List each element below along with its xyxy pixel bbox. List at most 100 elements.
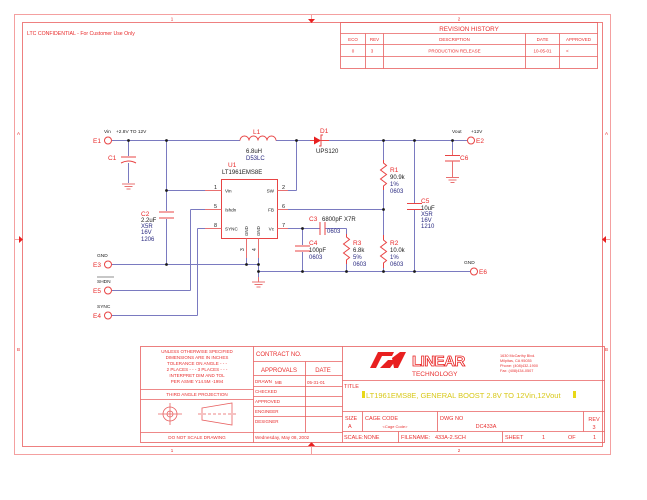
title-handle-left: [362, 391, 365, 398]
terminal-e3-label: E3: [93, 262, 101, 269]
gnd-right-label: GND: [464, 260, 475, 266]
vout-net-label: Vout: [452, 129, 462, 135]
c5-size: 1210: [421, 224, 435, 230]
u1-pin-gnd2-label: GND: [256, 226, 261, 236]
c2-ref: C2: [141, 211, 150, 218]
u1-ref: U1: [228, 162, 237, 169]
c4-value: 100pF: [309, 248, 326, 254]
gnd-left-label: GND: [97, 253, 108, 259]
of-label: OF: [568, 435, 576, 441]
tolerance-note-3: TOLERANCE ON ANGLE - - -: [167, 361, 227, 366]
row-label-a-right: A: [605, 131, 608, 136]
l1-part: D53LC: [246, 156, 265, 162]
rev-row-date: 10-05-01: [533, 49, 552, 54]
rev-row-description: PRODUCTION RELEASE: [428, 49, 480, 54]
size-value: A: [348, 424, 352, 430]
terminal-e2: E2: [467, 136, 484, 145]
inductor-l1: L1 6.8uH D53LC: [239, 129, 277, 162]
address-line-4: Fax: (408)434-0507: [500, 369, 533, 373]
junctions: [127, 139, 454, 273]
dwg-no-label: DWG NO: [440, 416, 464, 422]
sheet-number: 1: [542, 435, 545, 441]
c3-value: 6800pF X7R: [322, 217, 356, 223]
terminal-e6-label: E6: [479, 269, 487, 276]
r2-ref: R2: [390, 240, 399, 247]
row-label-b-left: B: [17, 347, 20, 352]
c1-ref: C1: [108, 155, 117, 162]
u1-pin-4: 4: [252, 248, 258, 251]
ground-symbol-u1: [252, 277, 265, 288]
c5-value: 10uF: [421, 206, 435, 212]
date-header: DATE: [315, 368, 331, 374]
size-label: SIZE: [345, 416, 358, 422]
c2-dielectric: X5R: [141, 224, 153, 230]
center-marker-left: [19, 236, 23, 243]
revision-history-title: REVISION HISTORY: [439, 26, 499, 33]
address-line-3: Phone: (408)432-1900: [500, 364, 538, 368]
designer-label: DESIGNER: [255, 419, 279, 424]
sheet-border: [14, 14, 611, 455]
c6-ref: C6: [460, 155, 469, 162]
address-line-2: Milpitas, CA 95035: [500, 359, 532, 363]
rev-col-approved: APPROVED: [566, 37, 592, 42]
u1-pin-vc-label: Vc: [269, 227, 275, 232]
resistor-r3: R3 6.8k 5% 0603: [342, 234, 367, 268]
drawn-label: DRAWN: [255, 379, 272, 384]
filename-value: 433A-2.SCH: [435, 435, 466, 441]
l1-value: 6.8uH: [246, 149, 262, 155]
c5-voltage: 16V: [421, 218, 432, 224]
rev-value: 3: [592, 425, 595, 431]
row-label-b-right: B: [605, 347, 608, 352]
logo-linear-text: LINEAR: [412, 353, 466, 370]
engineer-label: ENGINEER: [255, 409, 279, 414]
r2-size: 0603: [390, 262, 404, 268]
u1-pin-7: 7: [282, 223, 285, 229]
terminal-e5-label: E5: [93, 288, 101, 295]
r1-ref: R1: [390, 167, 399, 174]
center-marker-bottom: [308, 442, 315, 446]
c2-voltage: 16V: [141, 230, 152, 236]
wires: [112, 140, 470, 316]
capacitor-c2: C2 2.2uF X5R 16V 1206: [141, 211, 174, 243]
rev-col-eco: ECO: [348, 37, 358, 42]
rev-col-description: DESCRIPTION: [439, 37, 470, 42]
c2-value: 2.2uF: [141, 218, 157, 224]
title-block-frame: [140, 346, 605, 443]
c2-size: 1206: [141, 237, 155, 243]
tolerance-note-1: UNLESS OTHERWISE SPECIFIED: [161, 349, 233, 354]
u1-pin-vin-label: Vin: [225, 189, 232, 194]
center-marker-right: [602, 236, 606, 243]
capacitor-c3: C3 6800pF X7R 0603: [309, 216, 356, 235]
col-label-2-bottom: 2: [458, 448, 461, 453]
sheet-count: 1: [593, 435, 596, 441]
r3-value: 6.8k: [353, 248, 365, 254]
c5-ref: C5: [421, 198, 430, 205]
r1-size: 0603: [390, 189, 404, 195]
c3-size: 0603: [327, 229, 341, 235]
r2-tol: 1%: [390, 255, 399, 261]
c3-ref: C3: [309, 216, 318, 223]
revision-history-table: [340, 22, 598, 69]
capacitor-c4: C4 100pF 0603: [295, 240, 326, 261]
col-label-2-top: 2: [458, 17, 461, 22]
terminal-e2-label: E2: [476, 138, 484, 145]
dwg-no-value: DC433A: [476, 424, 497, 430]
scale-label: SCALE:NONE: [344, 435, 380, 441]
tolerance-note-5: INTERPRET DIM AND TOL: [169, 373, 225, 378]
rev-row-rev: 3: [371, 49, 374, 54]
address-line-1: 1630 McCarthy Blvd.: [500, 354, 535, 358]
tolerance-note-4: 2 PLACES - - - 3 PLACES - - -: [167, 367, 228, 372]
projection-label: THIRD ANGLE PROJECTION: [166, 392, 228, 397]
sheet-label: SHEET: [505, 435, 524, 441]
d1-ref: D1: [320, 128, 329, 135]
r3-ref: R3: [353, 240, 362, 247]
tolerance-note-6: PER ASME Y14.5M -1994: [171, 379, 224, 384]
terminal-e4-label: E4: [93, 313, 101, 320]
cage-code-value: <Cage Code>: [383, 424, 409, 429]
drawn-date: 05-31-01: [307, 380, 326, 385]
contract-no-label: CONTRACT NO.: [256, 352, 302, 358]
sync-net-label: SYNC: [97, 304, 111, 310]
terminal-e5: E5: [93, 286, 112, 295]
u1-pin-sync-label: SYNC: [225, 227, 238, 232]
revision-row: 0 3 PRODUCTION RELEASE 10-05-01 <: [352, 49, 569, 54]
